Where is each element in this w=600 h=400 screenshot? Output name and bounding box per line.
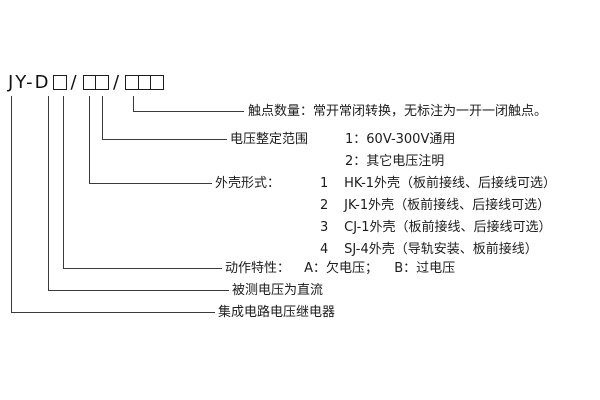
model-box-group-contacts [125,75,164,90]
model-code: JY-D / / [8,72,166,93]
enclosure-option-text: SJ-4外壳（导轨安装、板前接线） [344,242,538,257]
connector-dc-line [48,96,229,291]
label-contact-count: 触点数量：常开常闭转换，无标注为一开一闭触点。 [248,104,548,119]
enclosure-option-text: HK-1外壳（板前接线、后接线可选） [344,176,557,191]
enclosure-option: 1 HK-1外壳（板前接线、后接线可选） [320,176,556,191]
label-dc-voltage: 被测电压为直流 [232,283,324,298]
model-box [95,75,110,90]
enclosure-option: 3 CJ-1外壳（板前接线、后接线可选） [320,220,552,235]
label-voltage-range-title: 电压整定范围 [230,132,309,147]
enclosure-option-num: 1 [320,176,329,191]
label-action: 动作特性： A：欠电压； B：过电压 [225,261,455,276]
label-action-option-b: B：过电压 [394,261,456,276]
model-prefix: JY-D [8,72,51,93]
connector-action-line [63,96,222,269]
model-slash: / [70,72,79,93]
enclosure-option-text: CJ-1外壳（板前接线、后接线可选） [344,220,552,235]
model-box [149,75,164,90]
enclosure-option-num: 4 [320,242,329,257]
enclosure-option-num: 2 [320,198,329,213]
enclosure-option: 2 JK-1外壳（板前接线、后接线可选） [320,198,550,213]
model-box-group-action [52,75,67,90]
enclosure-option-num: 3 [320,220,329,235]
connector-relay-line [11,96,215,313]
label-voltage-range-option-1: 1：60V-300V通用 [345,132,456,147]
label-relay-name: 集成电路电压继电器 [218,305,336,320]
model-slash: / [113,72,122,93]
label-voltage-range-option-2: 2：其它电压注明 [345,154,445,169]
label-action-option-a: A：欠电压； [304,261,379,276]
label-action-title: 动作特性： [225,261,291,276]
model-box [52,75,67,90]
connector-enclosure-line [89,96,212,184]
label-enclosure-title: 外壳形式： [215,176,281,191]
enclosure-option-text: JK-1外壳（板前接线、后接线可选） [344,198,551,213]
connector-contact-line [133,96,244,112]
model-box-group-enclosure-range [82,75,110,90]
enclosure-option: 4 SJ-4外壳（导轨安装、板前接线） [320,242,538,257]
connector-voltage-range-line [102,96,227,140]
